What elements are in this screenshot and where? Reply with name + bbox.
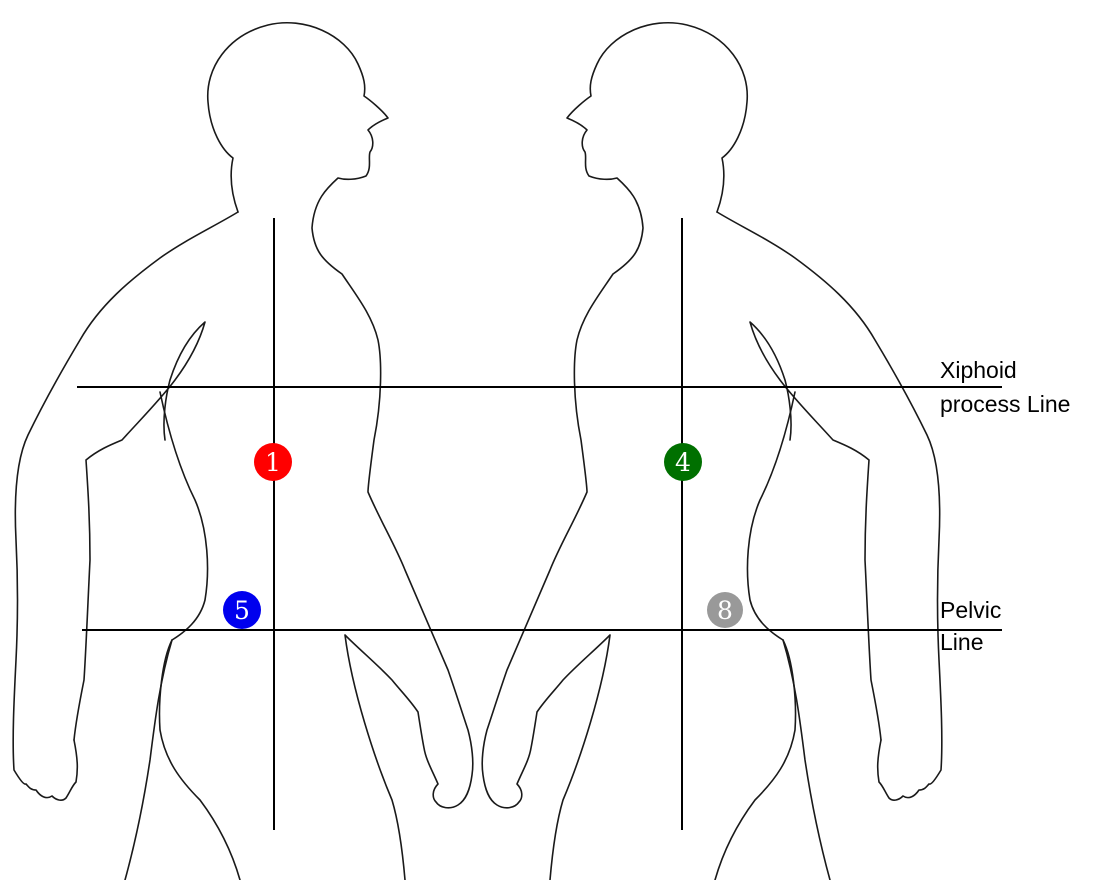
left-figure-back xyxy=(13,212,238,800)
marker-8-label: 8 xyxy=(717,596,733,625)
right-figure-outline xyxy=(482,23,747,880)
marker-5: 5 xyxy=(223,591,261,629)
right-figure-arm xyxy=(750,322,881,740)
right-figure-back-leg xyxy=(783,640,830,880)
marker-4-label: 4 xyxy=(675,448,691,477)
pelvic-line-label: Pelvic Line xyxy=(940,596,1001,656)
left-figure-outline xyxy=(208,23,473,880)
marker-8: 8 xyxy=(707,592,743,628)
left-figure xyxy=(13,23,473,880)
right-figure-torso-back xyxy=(715,392,796,880)
marker-1-label: 1 xyxy=(265,448,281,477)
xiphoid-label-line1: Xiphoid xyxy=(940,356,1070,384)
right-figure xyxy=(482,23,942,880)
marker-1: 1 xyxy=(254,443,292,481)
left-figure-arm xyxy=(74,322,205,740)
left-figure-torso-back xyxy=(160,392,241,880)
xiphoid-label-line2: process Line xyxy=(940,390,1070,418)
marker-4: 4 xyxy=(664,443,702,481)
left-figure-back-leg xyxy=(125,640,172,880)
pelvic-label-line1: Pelvic xyxy=(940,596,1001,624)
pelvic-label-line2: Line xyxy=(940,628,1001,656)
xiphoid-line-label: Xiphoid process Line xyxy=(940,356,1070,418)
marker-5-label: 5 xyxy=(234,596,250,625)
right-figure-back xyxy=(717,212,942,800)
